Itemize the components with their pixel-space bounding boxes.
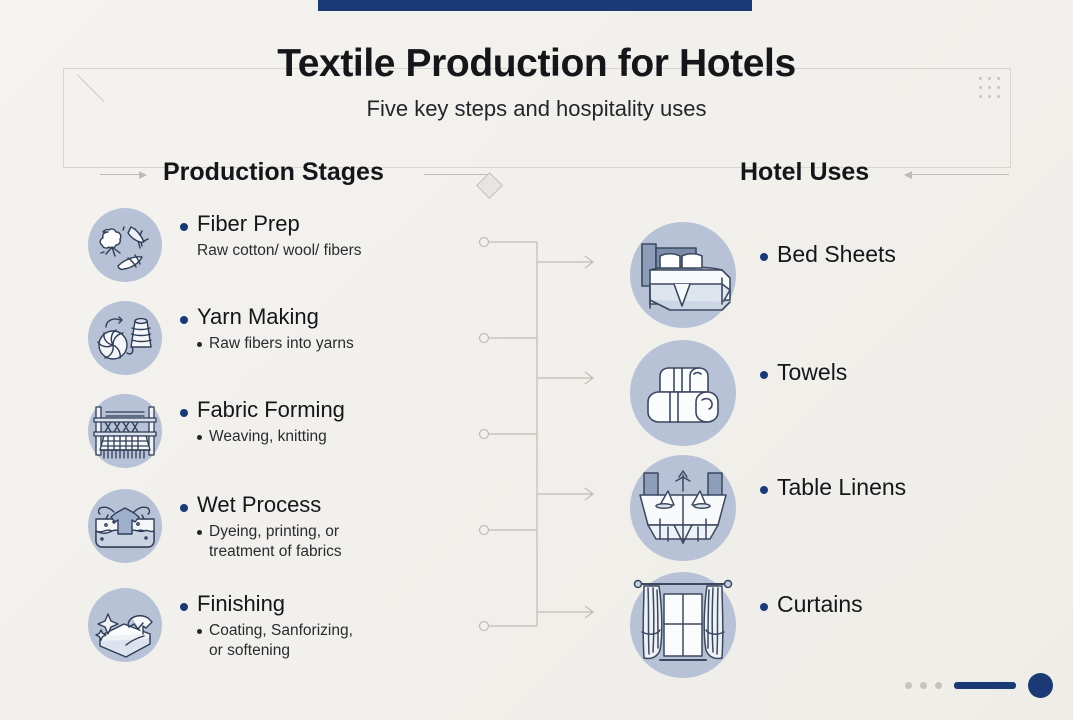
- pagination-indicator[interactable]: [905, 673, 1053, 698]
- column-heading-hotel-uses: Hotel Uses: [740, 158, 870, 186]
- use-title: Table Linens: [777, 474, 907, 500]
- bullet-icon: [760, 253, 768, 261]
- stage-title: Wet Process: [197, 492, 322, 517]
- bullet-icon: [180, 316, 188, 324]
- stage-text-0: Fiber Prep Raw cotton/ wool/ fibers: [180, 208, 362, 261]
- stage-row-3: Wet Process Dyeing, printing, or treatme…: [88, 489, 342, 563]
- loom-icon: [88, 394, 162, 468]
- use-text-3: Curtains: [760, 572, 863, 617]
- connector-line-heading: [424, 174, 490, 186]
- use-title: Towels: [777, 359, 848, 385]
- pager-dot[interactable]: [920, 682, 927, 689]
- bullet-icon: [180, 409, 188, 417]
- page-subtitle: Five key steps and hospitality uses: [366, 96, 707, 121]
- bullet-icon: [180, 504, 188, 512]
- dot-grid-icon: [979, 77, 1006, 104]
- use-row-0: Bed Sheets: [630, 222, 896, 328]
- stage-subtitle: Dyeing, printing, or treatment of fabric…: [209, 523, 342, 561]
- sub-bullet-icon: [197, 342, 202, 348]
- curtains-icon: [630, 572, 736, 678]
- dye-vat-icon: [88, 489, 162, 563]
- use-title: Curtains: [777, 591, 863, 617]
- sub-bullet-icon: [197, 629, 202, 635]
- bed-icon: [630, 222, 736, 328]
- bullet-icon: [180, 223, 188, 231]
- arrow-left-icon: [904, 170, 1009, 179]
- use-text-1: Towels: [760, 340, 847, 385]
- stage-row-0: Fiber Prep Raw cotton/ wool/ fibers: [88, 208, 362, 282]
- towels-icon: [630, 340, 736, 446]
- stage-title: Finishing: [197, 591, 286, 616]
- decorative-frame: [63, 68, 1011, 168]
- table-icon: [630, 455, 736, 561]
- folded-fabric-icon: [88, 588, 162, 662]
- use-row-2: Table Linens: [630, 455, 906, 561]
- use-row-1: Towels: [630, 340, 847, 446]
- stage-row-4: Finishing Coating, Sanforizing, or softe…: [88, 588, 353, 662]
- pager-dot[interactable]: [935, 682, 942, 689]
- stage-row-1: Yarn Making Raw fibers into yarns: [88, 301, 354, 375]
- stage-subtitle: Raw fibers into yarns: [209, 335, 354, 353]
- stage-row-2: Fabric Forming Weaving, knitting: [88, 394, 345, 468]
- stage-title: Fabric Forming: [197, 397, 345, 422]
- use-text-2: Table Linens: [760, 455, 906, 500]
- stage-text-1: Yarn Making Raw fibers into yarns: [180, 301, 354, 354]
- stage-text-3: Wet Process Dyeing, printing, or treatme…: [180, 489, 342, 562]
- diamond-node-icon: [476, 172, 503, 199]
- stage-subtitle: Weaving, knitting: [209, 428, 327, 446]
- stage-subtitle: Raw cotton/ wool/ fibers: [197, 242, 362, 260]
- sub-bullet-icon: [197, 435, 202, 441]
- sub-bullet-icon: [197, 530, 202, 536]
- bullet-icon: [180, 603, 188, 611]
- page-title: Textile Production for Hotels: [277, 42, 796, 85]
- pager-dot[interactable]: [905, 682, 912, 689]
- bullet-icon: [760, 371, 768, 379]
- use-title: Bed Sheets: [777, 241, 896, 267]
- column-heading-production: Production Stages: [163, 158, 384, 186]
- cotton-boll-icon: [88, 208, 162, 282]
- pager-progress-bar[interactable]: [954, 682, 1016, 689]
- pager-active-circle[interactable]: [1028, 673, 1053, 698]
- flow-connector: [475, 230, 605, 640]
- top-accent-bar: [318, 0, 752, 11]
- yarn-spool-icon: [88, 301, 162, 375]
- use-text-0: Bed Sheets: [760, 222, 896, 267]
- stage-text-4: Finishing Coating, Sanforizing, or softe…: [180, 588, 353, 661]
- stage-subtitle: Coating, Sanforizing, or softening: [209, 622, 353, 660]
- bullet-icon: [760, 486, 768, 494]
- stage-title: Fiber Prep: [197, 211, 300, 236]
- stage-text-2: Fabric Forming Weaving, knitting: [180, 394, 345, 447]
- bullet-icon: [760, 603, 768, 611]
- arrow-right-icon: [100, 170, 147, 179]
- stage-title: Yarn Making: [197, 304, 319, 329]
- use-row-3: Curtains: [630, 572, 863, 678]
